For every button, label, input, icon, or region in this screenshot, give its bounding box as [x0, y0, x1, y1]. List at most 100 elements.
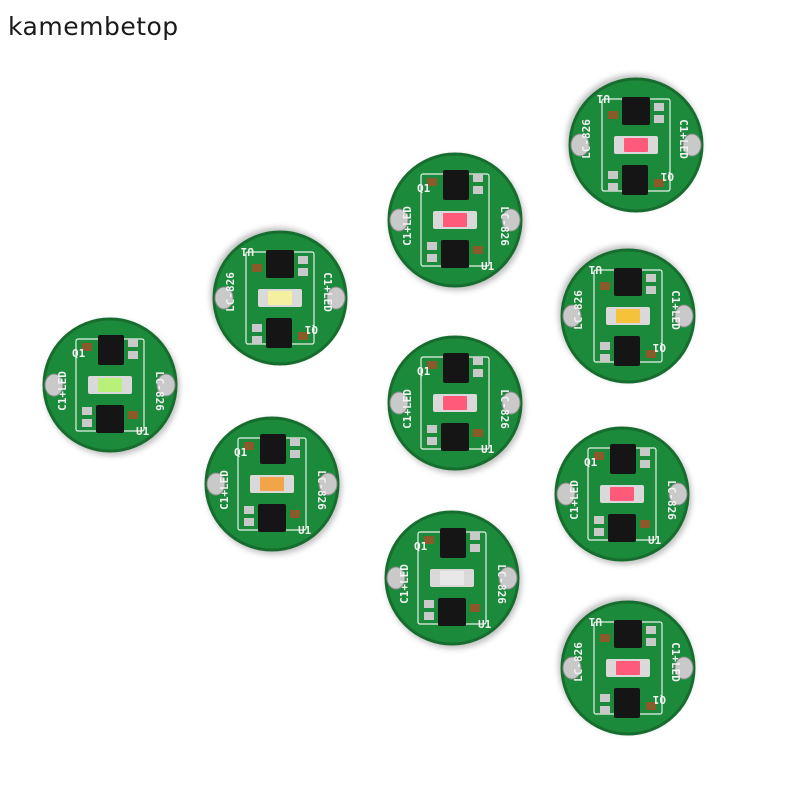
smd-pad — [470, 532, 480, 540]
led-chip — [610, 487, 634, 501]
smd-pad — [594, 528, 604, 536]
smd-pad — [290, 438, 300, 446]
driver-chip — [96, 405, 124, 433]
solder-pad — [674, 656, 694, 680]
silk-q1-label: Q1 — [417, 365, 431, 378]
capacitor — [646, 702, 656, 710]
led-chip — [624, 138, 648, 152]
capacitor — [654, 179, 664, 187]
capacitor — [594, 452, 604, 460]
solder-pad — [389, 208, 409, 232]
solder-pad — [570, 133, 590, 157]
transistor-chip — [260, 434, 286, 464]
smd-pad — [646, 626, 656, 634]
resistor — [470, 604, 480, 612]
solder-pad — [556, 482, 576, 506]
smd-pad — [473, 186, 483, 194]
solder-pad — [386, 566, 406, 590]
led-chip — [268, 291, 292, 305]
smd-pad — [128, 339, 138, 347]
solder-pad — [674, 304, 694, 328]
smd-pad — [244, 518, 254, 526]
resistor — [252, 264, 262, 272]
smd-pad — [427, 425, 437, 433]
led-chip — [616, 309, 640, 323]
smd-pad — [608, 183, 618, 191]
smd-pad — [424, 600, 434, 608]
smd-pad — [427, 437, 437, 445]
silk-led-label: C1+LED — [401, 389, 414, 429]
smd-pad — [640, 448, 650, 456]
led-chip — [443, 396, 467, 410]
capacitor — [424, 536, 434, 544]
smd-pad — [646, 638, 656, 646]
capacitor — [427, 178, 437, 186]
smd-pad — [640, 460, 650, 468]
smd-pad — [646, 274, 656, 282]
smd-pad — [473, 369, 483, 377]
silk-u1-label: U1 — [240, 245, 254, 258]
led-chip — [260, 477, 284, 491]
silk-model-label: LC-826 — [498, 206, 511, 246]
solder-pad — [562, 656, 582, 680]
smd-pad — [594, 516, 604, 524]
transistor-chip — [614, 336, 640, 366]
smd-pad — [252, 336, 262, 344]
driver-chip — [608, 514, 636, 542]
capacitor — [298, 332, 308, 340]
silk-u1-label: U1 — [588, 263, 602, 276]
smd-pad — [427, 242, 437, 250]
smd-pad — [244, 506, 254, 514]
smd-pad — [600, 694, 610, 702]
silk-led-label: C1+LED — [321, 272, 334, 312]
driver-chip — [614, 620, 642, 648]
resistor — [600, 282, 610, 290]
silk-model-label: LC-826 — [495, 564, 508, 604]
smd-pad — [82, 407, 92, 415]
silk-led-label: C1+LED — [568, 480, 581, 520]
transistor-chip — [98, 335, 124, 365]
smd-pad — [427, 254, 437, 262]
resistor — [608, 111, 618, 119]
silk-q1-label: Q1 — [417, 182, 431, 195]
transistor-chip — [610, 444, 636, 474]
silk-q1-label: Q1 — [234, 446, 248, 459]
solder-pad — [498, 566, 518, 590]
solder-pad — [206, 472, 226, 496]
silk-q1-label: Q1 — [72, 347, 86, 360]
silk-q1-label: Q1 — [414, 540, 428, 553]
transistor-chip — [440, 528, 466, 558]
smd-pad — [608, 171, 618, 179]
smd-pad — [600, 342, 610, 350]
silk-q1-label: Q1 — [652, 693, 666, 706]
capacitor — [427, 361, 437, 369]
smd-pad — [654, 103, 664, 111]
resistor — [640, 520, 650, 528]
silk-led-label: C1+LED — [401, 206, 414, 246]
silk-u1-label: U1 — [298, 524, 312, 537]
silk-u1-label: U1 — [596, 92, 610, 105]
solder-pad — [44, 373, 64, 397]
silk-q1-label: Q1 — [584, 456, 598, 469]
driver-chip — [614, 268, 642, 296]
solder-pad — [501, 208, 521, 232]
silk-led-label: C1+LED — [677, 119, 690, 159]
solder-pad — [562, 304, 582, 328]
transistor-chip — [266, 318, 292, 348]
silk-led-label: C1+LED — [398, 564, 411, 604]
smd-pad — [252, 324, 262, 332]
driver-chip — [438, 598, 466, 626]
smd-pad — [128, 351, 138, 359]
silk-led-label: C1+LED — [669, 642, 682, 682]
silk-u1-label: U1 — [136, 425, 150, 438]
silk-model-label: LC-826 — [572, 642, 585, 682]
led-chip — [98, 378, 122, 392]
transistor-chip — [443, 170, 469, 200]
silk-u1-label: U1 — [481, 260, 495, 273]
silk-q1-label: Q1 — [660, 170, 674, 183]
